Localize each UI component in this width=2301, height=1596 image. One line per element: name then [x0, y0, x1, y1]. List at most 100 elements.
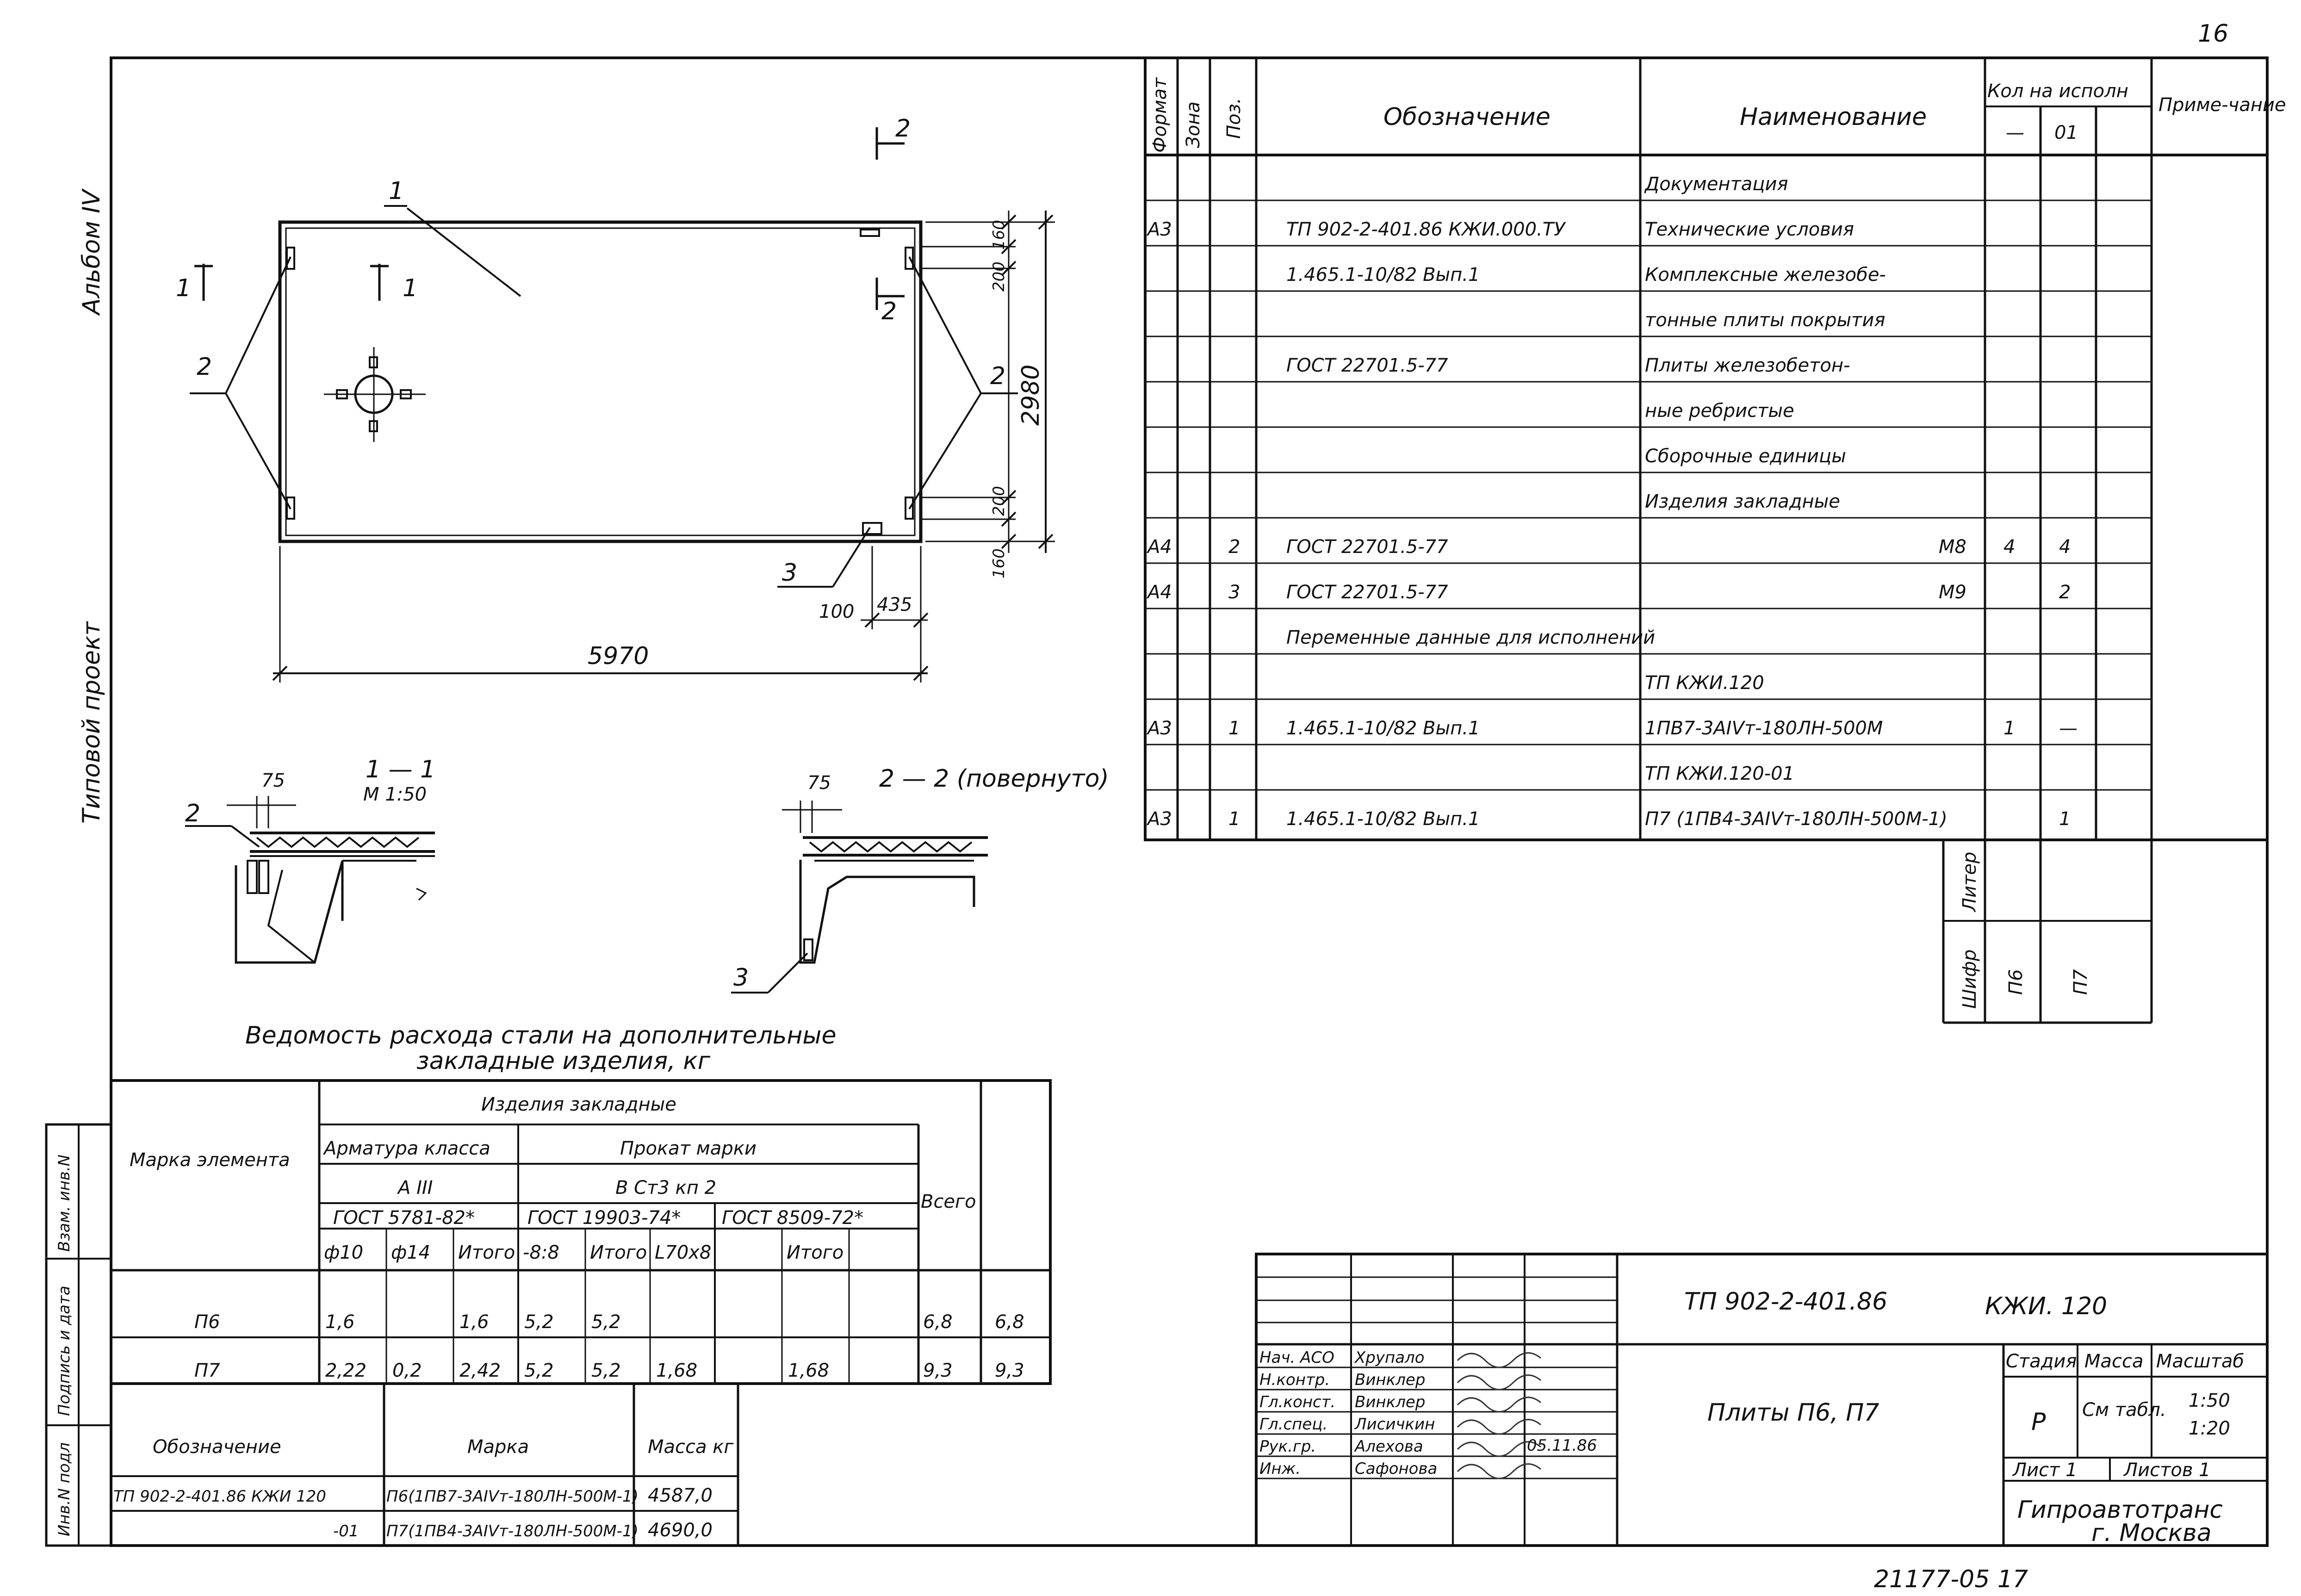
spec-cell-name: Сборочные единицы: [1645, 446, 1846, 467]
spec-cell-name: 1ПВ7-3АIVт-180ЛН-500М: [1645, 718, 1883, 739]
tb-stage: Р: [2031, 1408, 2046, 1436]
spec-cell-pos: 1: [1228, 808, 1240, 830]
dim-200-bottom: 200: [990, 486, 1008, 516]
steel-prokat-mark: В Ст3 кп 2: [615, 1177, 716, 1199]
tb-org-2: г. Москва: [2091, 1519, 2212, 1547]
mass-row-mass: 4690,0: [648, 1520, 713, 1541]
plan-label-1: 1: [389, 177, 404, 205]
steel-row-cell: 1,6: [459, 1311, 489, 1333]
spec-cell-designation: 1.465.1-10/82 Вып.1: [1286, 718, 1480, 739]
steel-row-cell: 1,68: [656, 1360, 697, 1381]
tb-scale-h: Масштаб: [2156, 1351, 2244, 1372]
spec-row-lines: [1145, 199, 2152, 841]
spec-cell-designation: 1.465.1-10/82 Вып.1: [1286, 264, 1480, 286]
spec-cell-name: ТП КЖИ.120: [1645, 672, 1764, 694]
section-2-2: [731, 801, 988, 994]
margin-replace-label: Взам. инв.N: [55, 1155, 74, 1252]
signature-mark: [1457, 1463, 1541, 1479]
steel-table: [110, 1079, 1052, 1385]
dim-total-width: 2980: [1017, 365, 1045, 426]
tb-scale-1: 1:50: [2189, 1390, 2230, 1411]
tb-person-role: Нач. АСО: [1259, 1348, 1334, 1367]
tb-person-role: Гл.конст.: [1259, 1393, 1335, 1411]
steel-arm-class: А III: [397, 1177, 433, 1199]
signature-mark: [1457, 1374, 1541, 1391]
spec-cell-name: Технические условия: [1645, 219, 1854, 240]
tb-code: ТП 902-2-401.86: [1684, 1288, 1887, 1316]
steel-row-cell: 9,3: [923, 1360, 953, 1381]
steel-prokat: Прокат марки: [620, 1138, 757, 1159]
steel-group: Изделия закладные: [481, 1094, 676, 1115]
tb-person-role: Рук.гр.: [1259, 1437, 1316, 1456]
spec-cell-qty-1: 1: [2003, 718, 2015, 739]
mass-row-designation: -01: [333, 1522, 359, 1540]
album-label: Альбом IV: [78, 188, 105, 316]
steel-arm: Арматура класса: [323, 1138, 490, 1159]
spec-cell-pos: 3: [1228, 582, 1240, 603]
signature-mark: [1457, 1397, 1541, 1413]
section-2-title: 2 — 2 (повернуто): [879, 765, 1109, 793]
dim-160-bottom: 160: [990, 548, 1008, 578]
cut-1-right: 1: [403, 274, 418, 302]
steel-row-all: 6,8: [995, 1311, 1024, 1333]
project-label: Типовой проект: [78, 621, 105, 824]
spec-cell-name: Документация: [1644, 174, 1788, 195]
steel-row-mark: П7: [194, 1360, 220, 1381]
mass-h-designation: Обозначение: [153, 1436, 281, 1458]
tb-person-name: Винклер: [1355, 1371, 1425, 1389]
plan-label-2-right: 2: [990, 362, 1005, 390]
steel-row-cell: 5,2: [524, 1360, 554, 1381]
spec-h-name: Наименование: [1740, 103, 1927, 131]
cut-2-top: 2: [895, 115, 911, 143]
tb-person-role: Инж.: [1259, 1459, 1301, 1478]
spec-cell-name: П7 (1ПВ4-3АIVт-180ЛН-500М-1): [1645, 808, 1947, 830]
left-margin: Альбом IV Типовой проект Инв.N подл Подп…: [45, 188, 112, 1547]
spec-cell-format: А3: [1146, 219, 1172, 240]
spec-cell-name: Изделия закладные: [1645, 491, 1840, 512]
margin-inv-label: Инв.N подл: [55, 1442, 74, 1536]
section-1-scale: М 1:50: [363, 784, 427, 805]
spec-cell-designation: Переменные данные для исполнений: [1286, 627, 1655, 648]
spec-cell-designation: ГОСТ 22701.5-77: [1286, 536, 1448, 558]
spec-h-zone: Зона: [1183, 101, 1204, 148]
mass-h-mark: Марка: [467, 1436, 529, 1458]
dim-200-top: 200: [990, 261, 1008, 292]
plan-label-3: 3: [782, 559, 797, 587]
spec-cell-designation: ГОСТ 22701.5-77: [1286, 355, 1448, 376]
tb-person-name: Алехова: [1354, 1437, 1423, 1456]
tb-sign-date: 05.11.86: [1527, 1436, 1597, 1455]
tb-sheet: Лист 1: [2012, 1459, 2078, 1481]
tb-mass: См табл.: [2082, 1399, 2166, 1421]
dim-435: 435: [877, 594, 912, 615]
mass-row-mark: П6(1ПВ7-3АIVт-180ЛН-500М-1): [386, 1487, 639, 1506]
plan-label-2-left: 2: [197, 353, 212, 381]
plan-view: [190, 127, 1055, 683]
tb-person-role: Гл.спец.: [1259, 1415, 1327, 1434]
section-2-dim: 75: [807, 772, 831, 794]
spec-cell-name: М9: [1939, 582, 1966, 603]
steel-gost2: ГОСТ 8509-72*: [722, 1207, 863, 1229]
section-1-dim: 75: [261, 770, 285, 791]
steel-sub-header: Итого: [458, 1242, 515, 1263]
dim-100: 100: [819, 601, 854, 622]
steel-title-2: закладные изделия, кг: [416, 1047, 711, 1075]
spec-cell-designation: ГОСТ 22701.5-77: [1286, 582, 1448, 603]
tb-doc: КЖИ. 120: [1985, 1292, 2107, 1320]
dim-160-top: 160: [990, 220, 1008, 250]
steel-sub-header: Итого: [787, 1242, 843, 1263]
section-1-title: 1 — 1: [366, 756, 435, 783]
tb-person-name: Винклер: [1355, 1393, 1425, 1411]
tb-sheets: Листов 1: [2123, 1459, 2211, 1481]
steel-mark-header: Марка элемента: [130, 1149, 290, 1171]
spec-cell-qty-2: 4: [2059, 536, 2071, 558]
steel-row-cell: 0,2: [392, 1360, 422, 1381]
steel-sub-header: -8:8: [523, 1242, 559, 1263]
spec-h-qty-dash: —: [2006, 122, 2024, 143]
tb-title: Плиты П6, П7: [1707, 1399, 1879, 1427]
steel-arm-gost: ГОСТ 5781-82*: [333, 1207, 475, 1229]
